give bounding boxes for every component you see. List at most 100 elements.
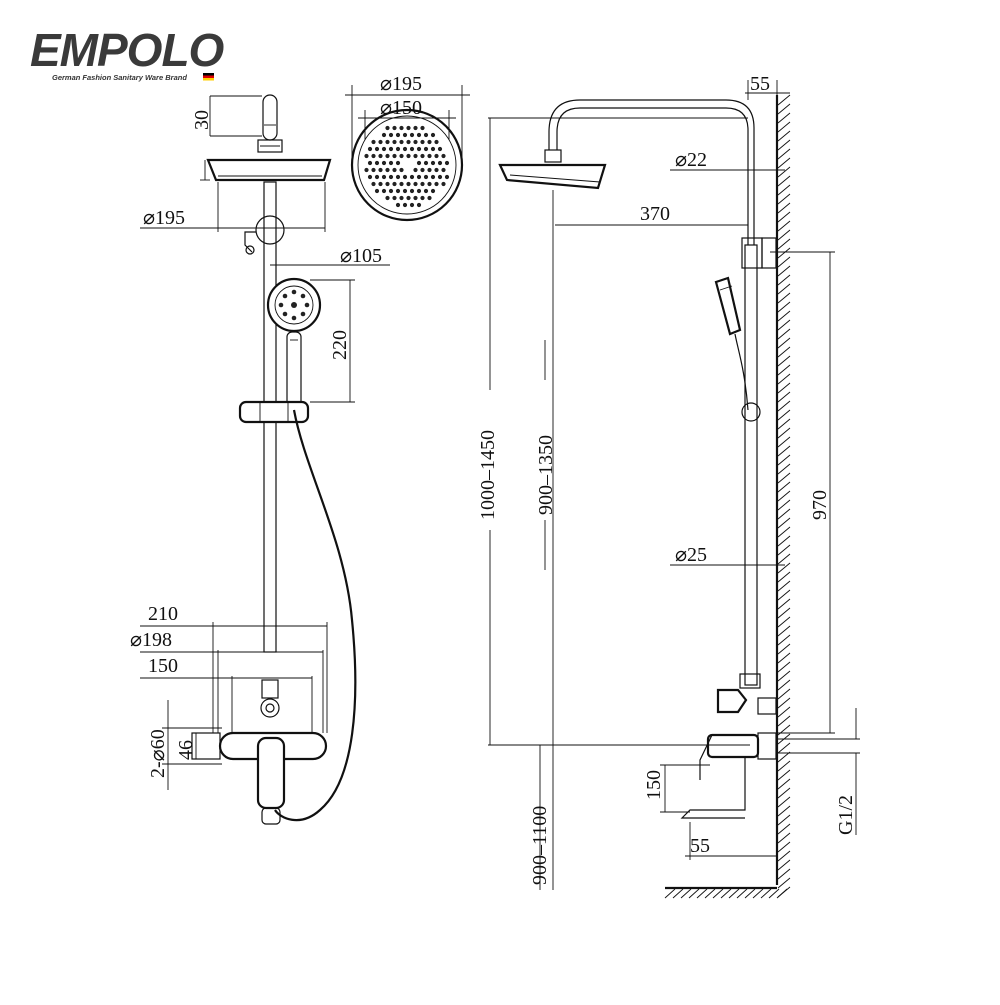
nozzle-dot (416, 174, 422, 180)
nozzle-dot (385, 195, 390, 201)
nozzle-dot (437, 160, 443, 166)
nozzle-dot (385, 125, 390, 131)
hatch-line (720, 888, 732, 899)
hatch-line (728, 888, 740, 899)
nozzle-dot (381, 160, 387, 166)
wall-bracket-lower (757, 732, 777, 760)
dim-hand-shower-diameter: ⌀105 (340, 245, 382, 267)
hatch-line (768, 888, 780, 899)
nozzle-dot (395, 202, 401, 208)
hatch-line (777, 760, 791, 772)
nozzle-dot (388, 160, 394, 166)
nozzle-dot (374, 188, 380, 194)
nozzle-dot (409, 132, 415, 138)
front-view: 30 ⌀195 ⌀105 (130, 94, 390, 825)
hatch-line (777, 157, 791, 169)
dim-mixer-height: 900–1100 (529, 806, 551, 885)
nozzle-dot (423, 146, 429, 152)
nozzle-dot (371, 139, 376, 145)
hatch-line (777, 823, 791, 835)
shower-hose (274, 409, 357, 822)
hatch-line (777, 202, 791, 214)
nozzle-dot (430, 132, 436, 138)
hatch-line (777, 814, 791, 826)
hatch-line (777, 382, 791, 394)
rain-shower-head-profile (206, 158, 332, 182)
nozzle-dot (385, 153, 390, 159)
nozzle-dot (371, 153, 376, 159)
hatch-line (777, 292, 791, 304)
head-swivel-nut (257, 139, 283, 153)
nozzle-dot (413, 125, 418, 131)
nozzle-dot (402, 146, 408, 152)
hatch-line (777, 364, 791, 376)
hatch-line (777, 220, 791, 232)
dim-wall-gap: 55 (750, 73, 770, 95)
hatch-line (777, 400, 791, 412)
nozzle-dot (381, 132, 387, 138)
dim-head-height: 900–1350 (535, 435, 557, 515)
nozzle-dot (430, 188, 436, 194)
hatch-line (777, 265, 791, 277)
dim-head-outer: ⌀195 (380, 73, 422, 95)
hatch-line (777, 301, 791, 313)
hatch-line (777, 193, 791, 205)
dim-inlet-caps: 2-⌀60 (147, 729, 169, 778)
brand-name: EMPOLO (30, 24, 225, 76)
nozzle-dot (413, 181, 418, 187)
nozzle-dot (371, 167, 376, 173)
dim-arm-tube: ⌀22 (675, 149, 707, 171)
hatch-line (777, 751, 791, 763)
nozzle-dot (378, 167, 383, 173)
dim-thread: G1/2 (835, 795, 857, 835)
nozzle-dot (388, 188, 394, 194)
nozzle-dot (420, 153, 425, 159)
hatch-line (777, 580, 791, 592)
nozzle-dot (423, 188, 429, 194)
hatch-line (777, 544, 791, 556)
mixer-side-body (706, 733, 760, 759)
hatch-line (777, 535, 791, 547)
wall-hatching (777, 94, 791, 898)
nozzle-dot (430, 174, 436, 180)
hatch-line (777, 346, 791, 358)
nozzle-dot (381, 188, 387, 194)
nozzle-dot (427, 139, 432, 145)
nozzle-dot (367, 174, 373, 180)
nozzle-dot (420, 167, 425, 173)
dim-riser-length: 970 (809, 490, 831, 520)
hatch-line (777, 661, 791, 673)
nozzle-dot (385, 167, 390, 173)
hatch-line (777, 562, 791, 574)
hose-side (734, 333, 749, 411)
nozzle-dot (388, 146, 394, 152)
hatch-line (777, 355, 791, 367)
nozzle-dot (399, 139, 404, 145)
hatch-line (680, 888, 692, 899)
inlet-cover-left (191, 732, 221, 760)
hatch-line (777, 778, 791, 790)
nozzle-dot (420, 195, 425, 201)
hatch-line (777, 697, 791, 709)
hatch-line (777, 409, 791, 421)
mixer-lever (256, 736, 286, 810)
shower-arm-outer (556, 107, 749, 245)
hatch-line (777, 571, 791, 583)
nozzle-dot (434, 139, 439, 145)
mixer-connector (261, 679, 279, 699)
nozzle-dot (399, 195, 404, 201)
hatch-line (777, 274, 791, 286)
hatch-line (664, 888, 676, 899)
brand-logo: EMPOLO German Fashion Sanitary Ware Bran… (30, 24, 226, 82)
hatch-line (777, 130, 791, 142)
nozzle-dot (402, 188, 408, 194)
hatch-line (672, 888, 684, 899)
nozzle-dot (395, 174, 401, 180)
nozzle-dot (374, 146, 380, 152)
hatch-line (777, 103, 791, 115)
hatch-line (777, 463, 791, 475)
hatch-line (752, 888, 764, 899)
nozzle-dot (409, 174, 415, 180)
hatch-line (776, 888, 788, 899)
nozzle-dot (420, 181, 425, 187)
